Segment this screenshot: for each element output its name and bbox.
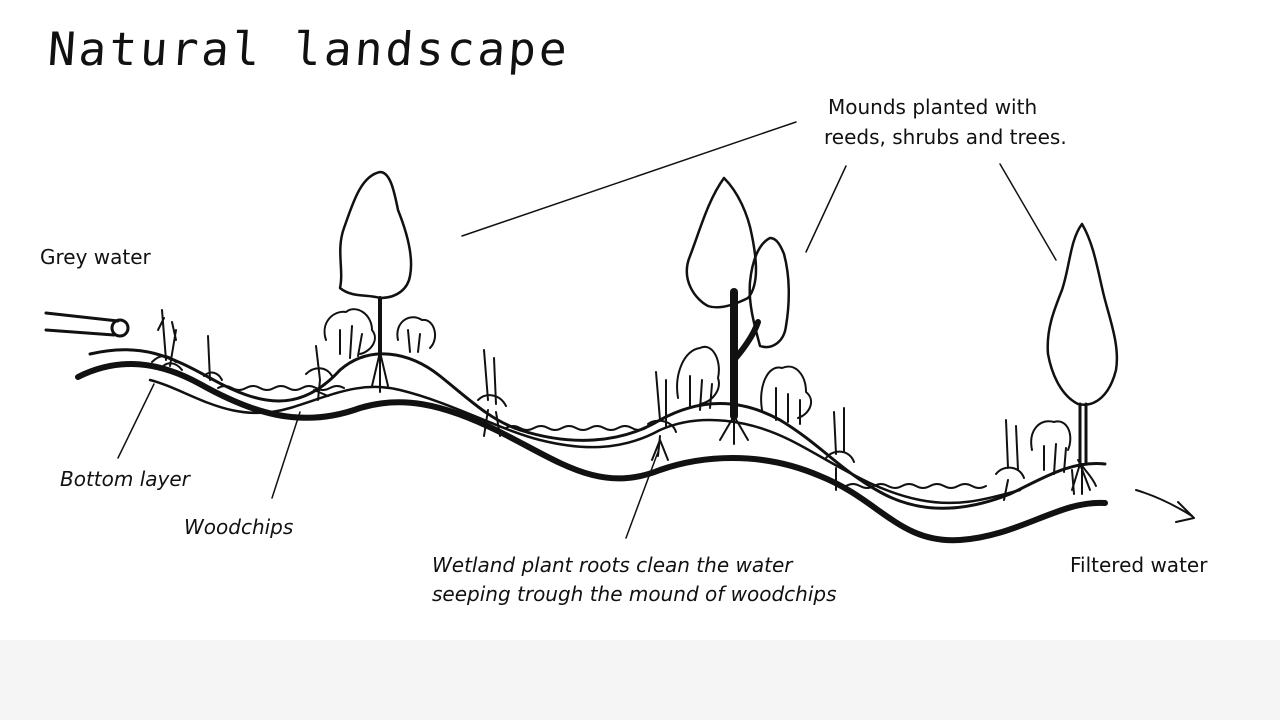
- tree-3: [1046, 222, 1119, 466]
- bottom-layer-line: [75, 361, 1108, 544]
- reeds: [151, 309, 1097, 501]
- bottom-layer-label: Bottom layer: [60, 467, 190, 491]
- woodchips-top-line: [88, 348, 1107, 510]
- woodchips-mid-line: [148, 378, 1022, 505]
- woodchips-label: Woodchips: [184, 515, 294, 539]
- tree-2: [685, 176, 791, 420]
- tree-1: [338, 170, 413, 354]
- inlet-pipe: [44, 311, 130, 338]
- footer-band: [0, 640, 1280, 720]
- roots-label-line2: seeping trough the mound of woodchips: [432, 582, 837, 606]
- water-line-2: [505, 425, 647, 431]
- water-line-3: [845, 483, 987, 489]
- roots: [371, 351, 1091, 495]
- outlet-arrow: [1135, 489, 1195, 523]
- water-line-1: [217, 385, 345, 391]
- mounds-label-line2: reeds, shrubs and trees.: [824, 125, 1067, 149]
- leader-lines: [117, 121, 1057, 539]
- mounds-label-line1: Mounds planted with: [828, 95, 1038, 119]
- grey-water-label: Grey water: [40, 245, 151, 269]
- shrubs: [323, 308, 1072, 475]
- filtered-water-label: Filtered water: [1070, 553, 1208, 577]
- roots-label-line1: Wetland plant roots clean the water: [432, 553, 793, 577]
